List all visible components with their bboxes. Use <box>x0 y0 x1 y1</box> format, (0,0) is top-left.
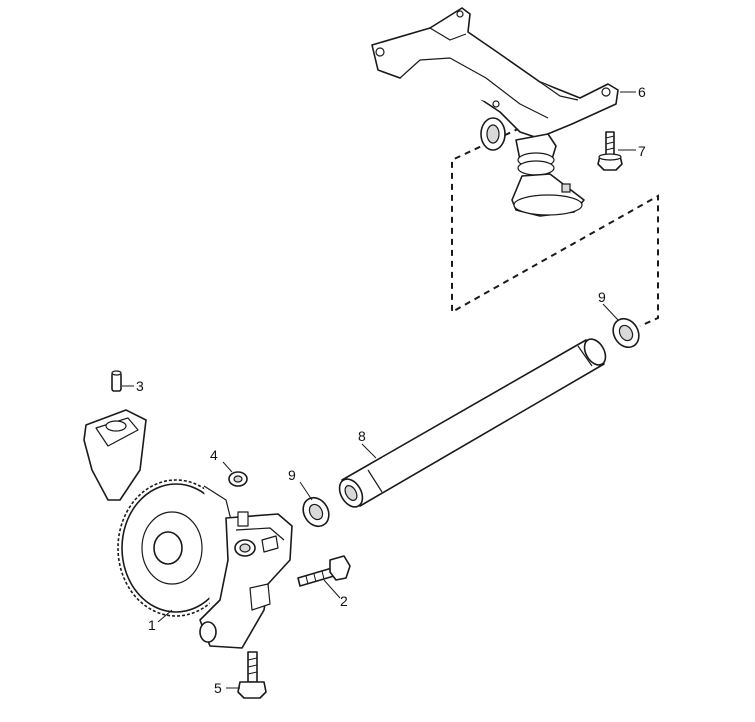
callout-8: 8 <box>358 428 366 444</box>
callout-6: 6 <box>638 84 646 100</box>
oil-pump-part <box>83 409 293 649</box>
seal-ring-lower-part <box>302 496 330 528</box>
callout-9-upper: 9 <box>598 289 606 305</box>
callout-5: 5 <box>214 680 222 696</box>
assembly-dashed-line <box>451 127 659 327</box>
leader-lines <box>122 91 636 689</box>
callout-3: 3 <box>136 378 144 394</box>
bolt-7-part <box>597 131 623 171</box>
callout-7: 7 <box>638 143 646 159</box>
bolt-2-part <box>297 555 351 587</box>
callout-labels: 1 2 3 4 5 6 7 8 9 9 <box>136 84 646 696</box>
dowel-pin-part <box>111 370 122 392</box>
washer-part <box>228 471 248 487</box>
callout-4: 4 <box>210 447 218 463</box>
bolt-5-part <box>237 651 267 699</box>
seal-ring-upper-part <box>612 317 640 349</box>
pickup-bracket-part <box>371 7 619 217</box>
oil-pipe-part <box>338 338 607 508</box>
callout-2: 2 <box>340 593 348 609</box>
callout-1: 1 <box>148 617 156 633</box>
callout-9-lower: 9 <box>288 467 296 483</box>
